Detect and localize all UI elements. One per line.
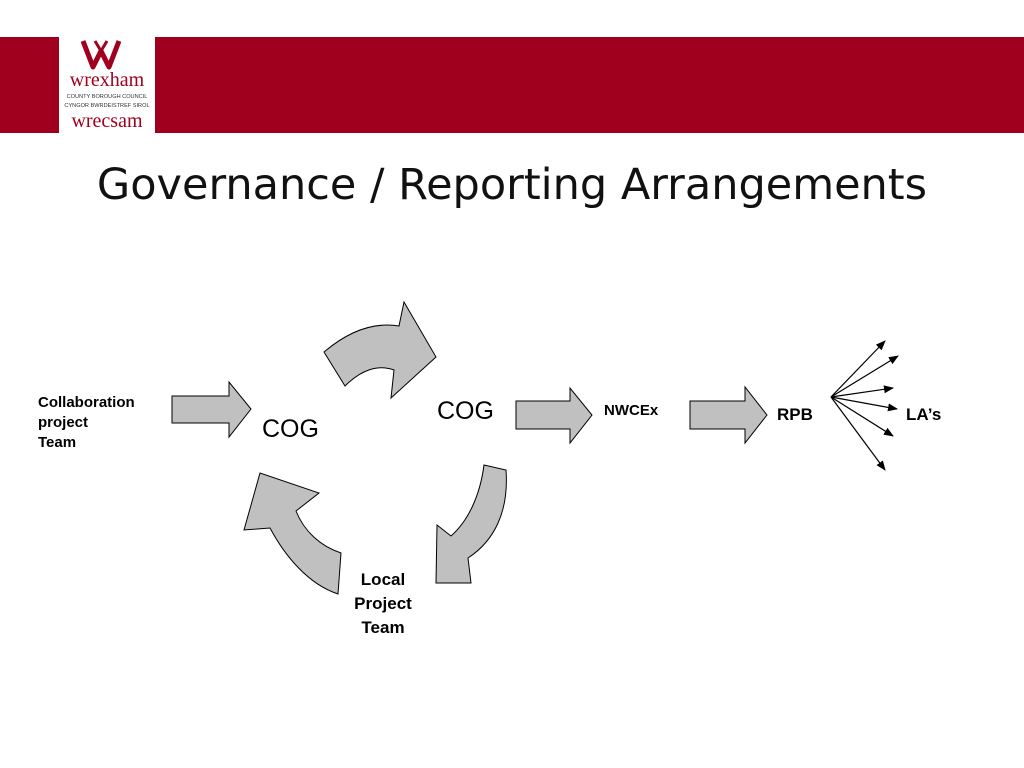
curved-arrow-cog-to-local (435, 464, 507, 584)
header-banner (0, 37, 1024, 133)
curved-arrow-cog-to-cog (323, 300, 437, 400)
fan-arrow (830, 385, 894, 398)
rpb-to-las-arrows (830, 340, 899, 471)
local-line-2: Project (354, 594, 412, 613)
fan-arrow (830, 396, 898, 412)
local-line-3: Team (361, 618, 405, 637)
curved-arrow-local-to-cog (243, 472, 342, 595)
fan-arrow (830, 355, 899, 398)
page-title: Governance / Reporting Arrangements (96, 160, 928, 210)
rpb-label: RPB (777, 405, 813, 424)
las-label: LA’s (906, 405, 942, 424)
logo-sub-en: COUNTY BOROUGH COUNCIL (67, 94, 148, 100)
arrow-cog-to-nwcex (515, 386, 593, 445)
local-project-team-label: Local Project Team (340, 568, 426, 640)
collab-line-3: Team (38, 434, 77, 451)
arrow-collab-to-cog (171, 380, 252, 439)
fan-arrow (830, 340, 886, 398)
local-line-1: Local (360, 570, 406, 589)
logo-name-cy: wrecsam (71, 110, 143, 132)
cog-left-label: COG (262, 415, 319, 443)
collab-line-2: project (38, 414, 89, 431)
arrow-nwcex-to-rpb (689, 385, 768, 445)
nwcex-label: NWCEx (604, 402, 659, 419)
wrexham-logo: wrexham COUNTY BOROUGH COUNCIL CYNGOR BW… (59, 37, 155, 133)
fan-arrow (830, 396, 894, 437)
cog-top-label: COG (437, 397, 494, 425)
fan-arrow (830, 396, 886, 471)
collaboration-team-label: Collaboration project Team (38, 393, 135, 453)
logo-sub-cy: CYNGOR BWRDEISTREF SIROL (64, 103, 149, 109)
collab-line-1: Collaboration (38, 394, 135, 411)
logo-name-en: wrexham (70, 69, 145, 91)
